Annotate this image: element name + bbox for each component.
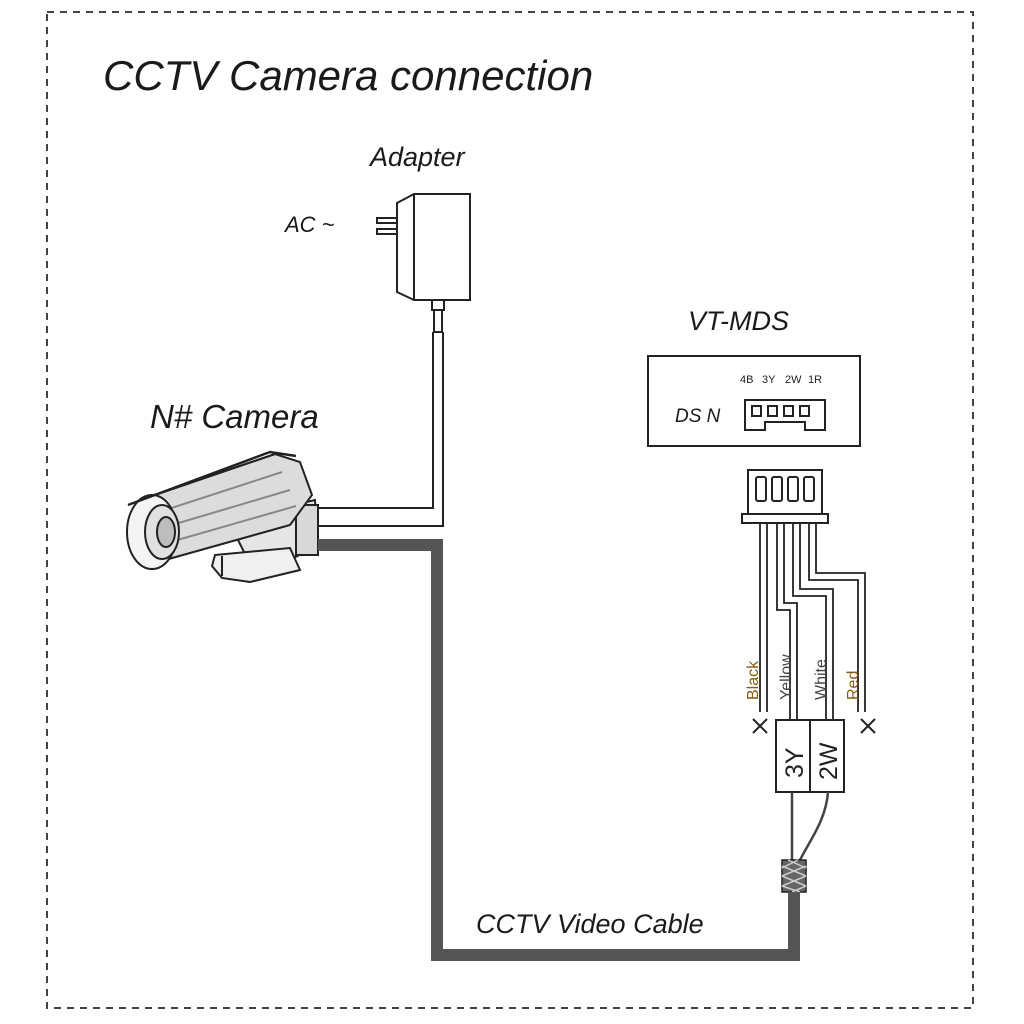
wire-label-black: Black xyxy=(745,660,762,700)
pin-label-2w: 2W xyxy=(785,374,802,386)
pin-label-3y: 3Y xyxy=(762,374,776,386)
terminal-label-3y: 3Y xyxy=(781,747,809,778)
ac-label: AC ~ xyxy=(283,212,335,237)
ds-n-socket xyxy=(744,399,826,431)
cut-wire-marks xyxy=(752,718,876,734)
wire-label-red: Red xyxy=(845,671,862,700)
connector-wires xyxy=(759,523,866,720)
cctv-cable-label: CCTV Video Cable xyxy=(476,909,704,939)
coax-braid xyxy=(781,859,807,893)
camera-label: N# Camera xyxy=(150,398,319,435)
port-label: DS N xyxy=(675,406,721,427)
terminal-label-2w: 2W xyxy=(815,742,843,780)
adapter-label: Adapter xyxy=(368,142,466,172)
connector-plug xyxy=(741,469,829,524)
coax-leads xyxy=(790,791,830,861)
vtmds-label: VT-MDS xyxy=(688,306,789,336)
cctv-video-cable xyxy=(318,539,800,961)
pin-label-4b: 4B xyxy=(740,374,753,386)
power-adapter-icon xyxy=(376,193,471,333)
wire-label-white: White xyxy=(813,659,830,700)
wire-label-yellow: Yellow xyxy=(778,654,795,700)
adapter-power-cable xyxy=(315,332,434,509)
terminal-block xyxy=(775,719,845,793)
cctv-camera-icon xyxy=(126,450,320,584)
diagram-title: CCTV Camera connection xyxy=(103,52,593,99)
vtmds-unit: 4B 3Y 2W 1R DS N xyxy=(647,355,861,447)
pin-label-1r: 1R xyxy=(808,374,822,386)
dashed-border xyxy=(46,11,974,1009)
